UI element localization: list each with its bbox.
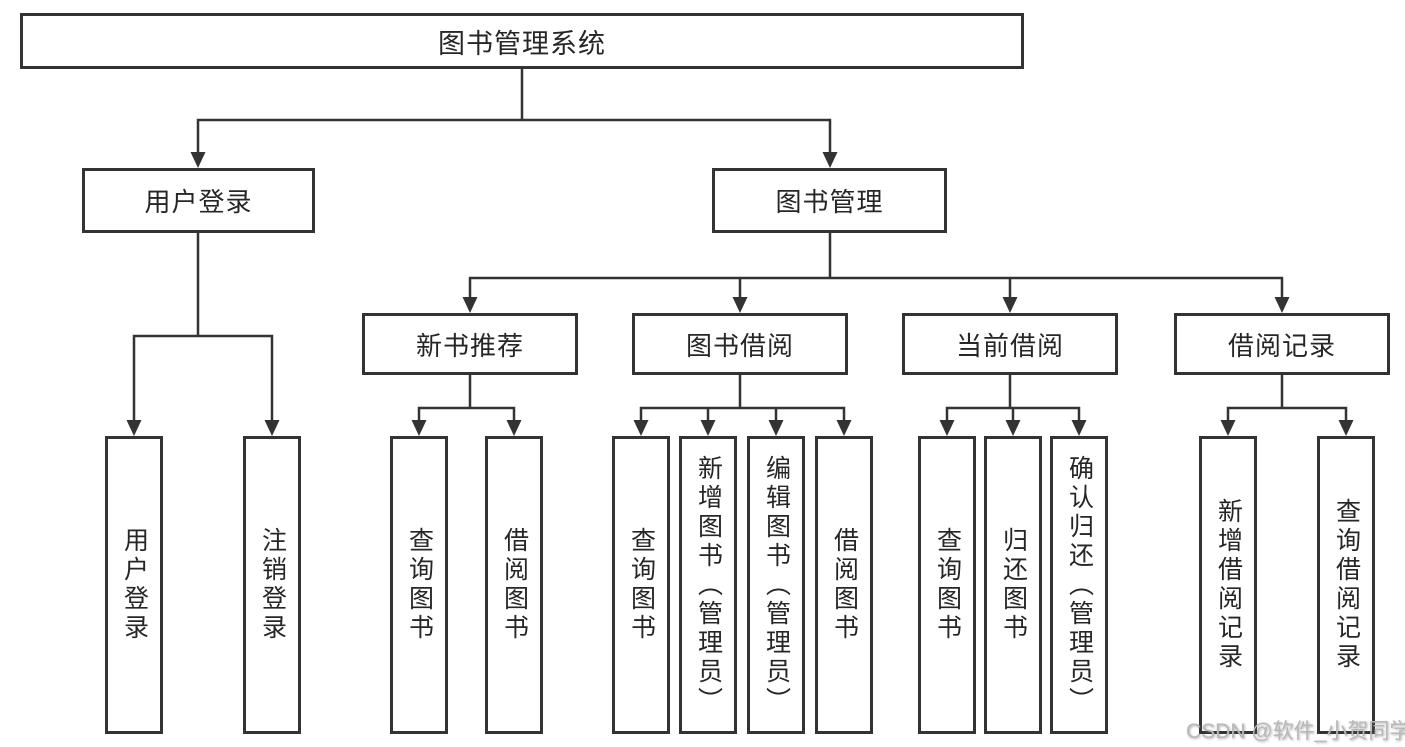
leaf-newbook-borrow-books: 借阅图书 bbox=[485, 436, 543, 734]
node-label: 图书借阅 bbox=[685, 330, 794, 361]
node-current-borrowing: 当前借阅 bbox=[902, 313, 1118, 375]
leaf-label: 注销登录 bbox=[258, 527, 287, 643]
leaf-return-books: 归还图书 bbox=[984, 436, 1042, 734]
leaf-add-book-admin: 新增图书（管理员） bbox=[679, 436, 737, 734]
leaf-add-borrow-record: 新增借阅记录 bbox=[1199, 436, 1257, 734]
leaf-confirm-return-admin: 确认归还（管理员） bbox=[1050, 436, 1108, 734]
node-library-management-system: 图书管理系统 bbox=[20, 13, 1024, 69]
leaf-label: 新增借阅记录 bbox=[1214, 498, 1243, 672]
node-user-login: 用户登录 bbox=[82, 168, 315, 233]
leaf-label: 归还图书 bbox=[999, 527, 1028, 643]
leaf-label: 借阅图书 bbox=[830, 527, 859, 643]
tree-edges bbox=[132, 67, 1348, 424]
csdn-watermark: CSDN @软件_小贺同学 bbox=[1186, 720, 1405, 743]
leaf-user-login: 用户登录 bbox=[105, 436, 163, 734]
node-book-management: 图书管理 bbox=[712, 168, 947, 233]
leaf-logout: 注销登录 bbox=[243, 436, 301, 734]
leaf-label: 查询图书 bbox=[933, 527, 962, 643]
leaf-label: 编辑图书（管理员） bbox=[762, 454, 791, 716]
node-borrowing-records: 借阅记录 bbox=[1174, 313, 1390, 375]
node-label: 新书推荐 bbox=[415, 330, 524, 361]
node-label: 当前借阅 bbox=[955, 330, 1064, 361]
node-book-borrowing: 图书借阅 bbox=[632, 313, 848, 375]
node-label: 借阅记录 bbox=[1227, 330, 1336, 361]
leaf-label: 查询图书 bbox=[405, 527, 434, 643]
node-label: 用户登录 bbox=[144, 187, 253, 217]
leaf-current-query-books: 查询图书 bbox=[918, 436, 976, 734]
leaf-newbook-query-books: 查询图书 bbox=[390, 436, 448, 734]
leaf-label: 用户登录 bbox=[120, 527, 149, 643]
arrowhead-icons bbox=[126, 152, 1354, 436]
leaf-label: 确认归还（管理员） bbox=[1065, 454, 1094, 716]
leaf-label: 新增图书（管理员） bbox=[694, 454, 723, 716]
leaf-label: 借阅图书 bbox=[500, 527, 529, 643]
leaf-label: 查询图书 bbox=[627, 527, 656, 643]
leaf-label: 查询借阅记录 bbox=[1332, 498, 1361, 672]
leaf-borrow-query-books: 查询图书 bbox=[612, 436, 670, 734]
leaf-query-borrow-record: 查询借阅记录 bbox=[1317, 436, 1375, 734]
leaf-edit-book-admin: 编辑图书（管理员） bbox=[747, 436, 805, 734]
node-label: 图书管理系统 bbox=[438, 28, 606, 59]
leaf-borrow-books: 借阅图书 bbox=[815, 436, 873, 734]
node-label: 图书管理 bbox=[775, 187, 884, 217]
node-new-book-recommendation: 新书推荐 bbox=[362, 313, 578, 375]
